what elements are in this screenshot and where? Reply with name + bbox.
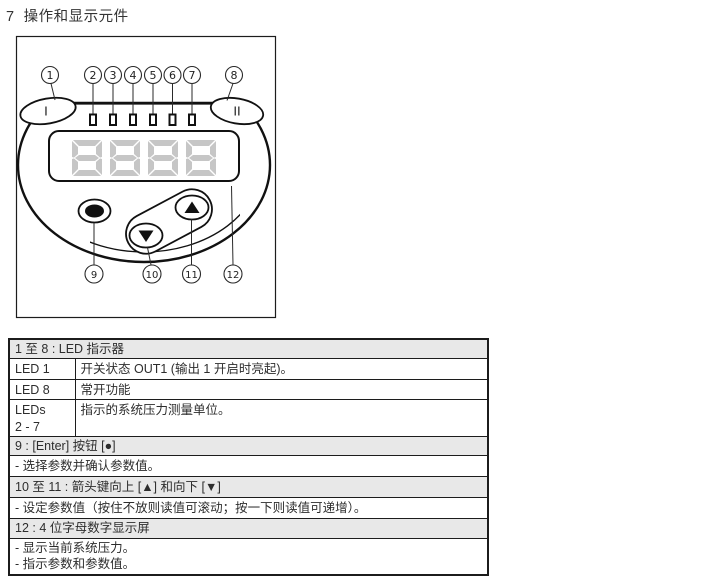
callout-number-5: 5 [150, 69, 157, 82]
mounting-lug-right [209, 96, 265, 126]
callout-number-3: 3 [110, 69, 117, 82]
table-section-header: 10 至 11 : 箭头键向上 [▲] 和向下 [▼] [8, 476, 489, 498]
callout-circle-9 [84, 264, 104, 284]
led-indicator-2 [89, 113, 97, 126]
callout-number-2: 2 [90, 69, 97, 82]
up-arrow-icon [184, 201, 200, 213]
table-section-header: 9 : [Enter] 按钮 [●] [8, 435, 489, 457]
callout-number-10: 10 [146, 270, 159, 281]
table-row: - 设定参数值（按住不放则读值可滚动；按一下则读值可递增）。 [8, 497, 489, 519]
table-cell-desc: 指示的系统压力测量单位。 [74, 399, 489, 437]
callout-circle-5 [143, 65, 163, 85]
table-row: 1 至 8 : LED 指示器 [8, 338, 489, 360]
down-arrow-icon [138, 230, 154, 242]
callout-circle-11 [181, 264, 202, 284]
callout-circle-7 [182, 65, 202, 85]
table-row: - 显示当前系统压力。 - 指示参数和参数值。 [8, 538, 489, 575]
callout-number-7: 7 [189, 69, 196, 82]
callout-circle-12 [223, 264, 243, 284]
table-cell-desc: - 选择参数并确认参数值。 [8, 455, 489, 477]
callout-line-8 [226, 83, 234, 101]
lug-marker-left: I [44, 104, 48, 119]
lug-marker-right: II [233, 104, 240, 119]
table-cell-desc: - 显示当前系统压力。 - 指示参数和参数值。 [8, 538, 489, 575]
callout-circle-2 [83, 65, 103, 85]
callout-circle-6 [163, 65, 182, 85]
table-cell-desc: 开关状态 OUT1 (输出 1 开启时亮起)。 [74, 358, 489, 381]
led-indicator-4 [129, 113, 137, 126]
callout-number-4: 4 [130, 69, 137, 82]
callout-number-9: 9 [91, 270, 97, 281]
callout-circle-8 [224, 65, 244, 85]
callout-circle-10 [142, 264, 162, 284]
led-indicator-5 [149, 113, 157, 126]
table-row: LEDs 2 - 7 指示的系统压力测量单位。 [8, 399, 489, 437]
callout-circles-top [40, 65, 244, 85]
section-title-text: 操作和显示元件 [23, 9, 129, 25]
table-cell-label: LED 1 [8, 358, 76, 381]
table-section-header: 12 : 4 位字母数字显示屏 [8, 518, 489, 539]
table-cell-label: LEDs 2 - 7 [8, 399, 76, 437]
table-row: LED 8 常开功能 [8, 379, 489, 401]
table-section-header: 1 至 8 : LED 指示器 [8, 338, 489, 360]
table-row: 10 至 11 : 箭头键向上 [▲] 和向下 [▼] [8, 476, 489, 498]
table-cell-label: LED 8 [8, 379, 76, 401]
callout-number-12: 12 [227, 270, 240, 281]
callout-circle-1 [40, 65, 60, 85]
table-row: - 选择参数并确认参数值。 [8, 455, 489, 477]
table-row: LED 1 开关状态 OUT1 (输出 1 开启时亮起)。 [8, 358, 489, 381]
page-title: 7 操作和显示元件 [6, 5, 129, 26]
callout-number-8: 8 [231, 69, 238, 82]
callout-line-10 [147, 247, 152, 265]
callout-number-6: 6 [169, 69, 176, 82]
table-cell-desc: - 设定参数值（按住不放则读值可滚动；按一下则读值可递增）。 [8, 497, 489, 519]
callout-number-11: 11 [185, 270, 198, 281]
callout-circle-3 [103, 65, 123, 85]
callout-lines [50, 83, 234, 265]
callout-numbers-bottom: 9 10 11 12 [91, 270, 240, 281]
enter-dot-icon [85, 204, 104, 218]
callout-circles-bottom [84, 264, 243, 284]
table-cell-desc: 常开功能 [74, 379, 489, 401]
led-indicator-3 [109, 113, 117, 126]
element-description-table: 1 至 8 : LED 指示器 LED 1 开关状态 OUT1 (输出 1 开启… [8, 338, 489, 576]
callout-circle-4 [123, 65, 143, 85]
callout-line-1 [50, 83, 56, 101]
section-number: 7 [6, 9, 15, 25]
callout-numbers-top: 1 2 3 4 5 6 7 8 [47, 69, 238, 82]
led-indicator-6 [168, 113, 177, 126]
table-row: 9 : [Enter] 按钮 [●] [8, 435, 489, 457]
mounting-lug-left [19, 96, 77, 126]
table-row: 12 : 4 位字母数字显示屏 [8, 518, 489, 539]
callout-line-12 [231, 185, 234, 265]
led-row [89, 113, 196, 126]
led-indicator-7 [188, 113, 196, 126]
callout-number-1: 1 [47, 69, 54, 82]
